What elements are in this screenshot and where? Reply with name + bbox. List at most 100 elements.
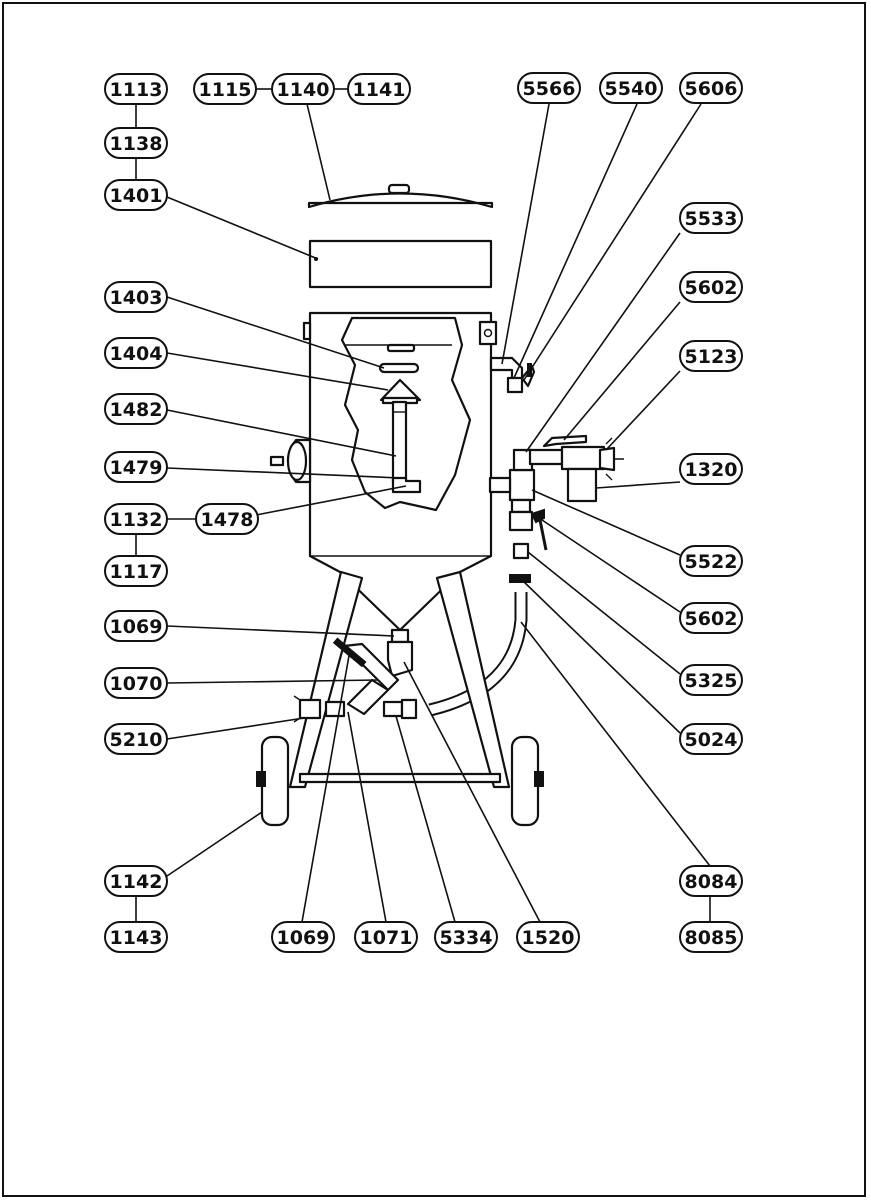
label-1069-left: 1069 (104, 610, 168, 642)
label-1478: 1478 (195, 503, 259, 535)
svg-text:1115: 1115 (199, 79, 252, 101)
svg-text:1401: 1401 (110, 185, 163, 207)
label-8084: 8084 (679, 865, 743, 897)
axle-bar (298, 772, 502, 784)
svg-text:1132: 1132 (110, 509, 163, 531)
label-1320: 1320 (679, 453, 743, 485)
label-1403: 1403 (104, 281, 168, 313)
svg-text:1482: 1482 (110, 399, 163, 421)
svg-text:1141: 1141 (353, 79, 406, 101)
label-1117: 1117 (104, 555, 168, 587)
label-5533: 5533 (679, 202, 743, 234)
label-1071: 1071 (354, 921, 418, 953)
label-5024: 5024 (679, 723, 743, 755)
tank-tab-hole (483, 328, 493, 338)
part-5123-body (560, 445, 606, 471)
part-1403 (378, 362, 420, 374)
part-1320-filter (566, 467, 598, 503)
label-5334: 5334 (434, 921, 498, 953)
svg-text:5334: 5334 (440, 927, 493, 949)
lower-valve-handle (530, 508, 545, 524)
label-5566: 5566 (517, 72, 581, 104)
tank-tab-left (302, 321, 312, 341)
leg-right (435, 570, 511, 789)
side-cover-dome (286, 440, 308, 482)
part-1482-pipe (391, 400, 408, 484)
svg-text:1113: 1113 (110, 79, 163, 101)
lid-knob (387, 183, 411, 195)
svg-text:5325: 5325 (685, 670, 738, 692)
part-1479-elbow (391, 476, 422, 494)
label-1479: 1479 (104, 451, 168, 483)
hose-end-fitting (400, 698, 418, 720)
tank-tab-right (478, 320, 498, 346)
part-1071-pipe (346, 678, 390, 716)
side-cover-bolt (269, 455, 285, 467)
label-5602-lower: 5602 (679, 602, 743, 634)
svg-text:1069: 1069 (277, 927, 330, 949)
lid (307, 192, 494, 209)
svg-text:1140: 1140 (277, 79, 330, 101)
svg-text:1117: 1117 (110, 561, 163, 583)
sieve (308, 239, 493, 289)
part-5522-nipple (510, 498, 532, 514)
lower-valve-lever (538, 519, 548, 551)
label-1115: 1115 (193, 73, 257, 105)
svg-text:5602: 5602 (685, 608, 738, 630)
svg-text:5522: 5522 (685, 551, 738, 573)
svg-text:8085: 8085 (685, 927, 738, 949)
svg-text:1069: 1069 (110, 616, 163, 638)
svg-text:5533: 5533 (685, 208, 738, 230)
regulator-cap (598, 446, 616, 472)
svg-text:1520: 1520 (522, 927, 575, 949)
label-1069-bottom: 1069 (271, 921, 335, 953)
svg-text:5024: 5024 (685, 729, 738, 751)
label-1132: 1132 (104, 503, 168, 535)
label-1140: 1140 (271, 73, 335, 105)
part-5540-fitting (506, 376, 524, 394)
part-labels: 1113 1138 1401 1115 1140 1141 5566 5540 … (104, 72, 743, 953)
label-1070: 1070 (104, 667, 168, 699)
label-1404: 1404 (104, 337, 168, 369)
part-5602-ballvalve-top (542, 434, 588, 448)
label-1401: 1401 (104, 179, 168, 211)
regulator-knob (605, 437, 624, 481)
svg-text:5606: 5606 (685, 78, 738, 100)
svg-text:5540: 5540 (605, 78, 658, 100)
part-5602-lower-valve (508, 510, 534, 532)
label-5522: 5522 (679, 545, 743, 577)
label-5123: 5123 (679, 340, 743, 372)
part-1069-nipple (390, 628, 410, 644)
svg-text:1479: 1479 (110, 457, 163, 479)
sandblaster-drawing (256, 183, 624, 827)
part-5334-coupling (382, 700, 404, 718)
label-1141: 1141 (347, 73, 411, 105)
label-1138: 1138 (104, 127, 168, 159)
label-1113: 1113 (104, 73, 168, 105)
svg-text:1403: 1403 (110, 287, 163, 309)
label-1482: 1482 (104, 393, 168, 425)
wheel-left-hub (256, 771, 266, 787)
label-5325: 5325 (679, 664, 743, 696)
label-8085: 8085 (679, 921, 743, 953)
svg-text:5566: 5566 (523, 78, 576, 100)
svg-text:1404: 1404 (110, 343, 163, 365)
part-5325-coupling (512, 542, 530, 560)
pipe-horizontal (528, 448, 564, 466)
leader-lines (135, 88, 711, 923)
coupling-fitting (324, 700, 346, 718)
svg-text:5210: 5210 (110, 729, 163, 751)
svg-text:1142: 1142 (110, 871, 163, 893)
svg-text:1071: 1071 (360, 927, 413, 949)
label-5540: 5540 (599, 72, 663, 104)
svg-text:5602: 5602 (685, 277, 738, 299)
svg-text:1320: 1320 (685, 459, 738, 481)
svg-text:1070: 1070 (110, 673, 163, 695)
label-1143: 1143 (104, 921, 168, 953)
svg-text:1478: 1478 (201, 509, 254, 531)
part-5210-coupling (298, 698, 322, 720)
tee-stub-left (488, 476, 512, 494)
svg-text:8084: 8084 (685, 871, 738, 893)
